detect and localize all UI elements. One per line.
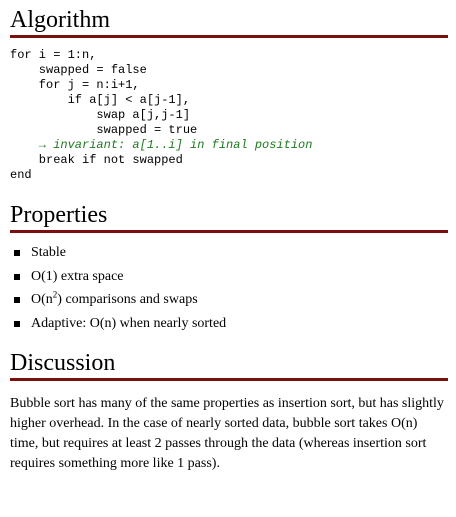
code-line-1: for i = 1:n, <box>10 48 97 62</box>
property-adaptive: Adaptive: O(n) when nearly sorted <box>10 312 448 336</box>
properties-list: Stable O(1) extra space O(n2) comparison… <box>10 241 448 335</box>
code-line-5: swap a[j,j-1] <box>10 108 191 122</box>
algorithm-code-block: for i = 1:n, swapped = false for j = n:i… <box>10 48 448 183</box>
code-line-9: end <box>10 168 32 182</box>
property-comparisons: O(n2) comparisons and swaps <box>10 288 448 312</box>
algorithm-page: Algorithm for i = 1:n, swapped = false f… <box>10 0 448 474</box>
comparisons-prefix: O(n <box>31 292 53 307</box>
code-invariant-comment: → invariant: a[1..i] in final position <box>10 138 313 152</box>
algorithm-section: Algorithm for i = 1:n, swapped = false f… <box>10 0 448 183</box>
property-extra-space: O(1) extra space <box>10 265 448 289</box>
properties-section: Properties Stable O(1) extra space O(n2)… <box>10 195 448 335</box>
properties-heading: Properties <box>10 195 448 233</box>
comparisons-exponent: 2 <box>52 289 58 300</box>
code-line-3: for j = n:i+1, <box>10 78 140 92</box>
code-line-8: break if not swapped <box>10 153 183 167</box>
code-line-2: swapped = false <box>10 63 147 77</box>
discussion-section: Discussion Bubble sort has many of the s… <box>10 343 448 474</box>
property-stable: Stable <box>10 241 448 265</box>
discussion-paragraph: Bubble sort has many of the same propert… <box>10 396 444 471</box>
discussion-heading: Discussion <box>10 343 448 381</box>
code-line-6: swapped = true <box>10 123 198 137</box>
algorithm-heading: Algorithm <box>10 0 448 38</box>
comparisons-suffix: ) comparisons and swaps <box>57 292 198 307</box>
code-line-4: if a[j] < a[j-1], <box>10 93 191 107</box>
